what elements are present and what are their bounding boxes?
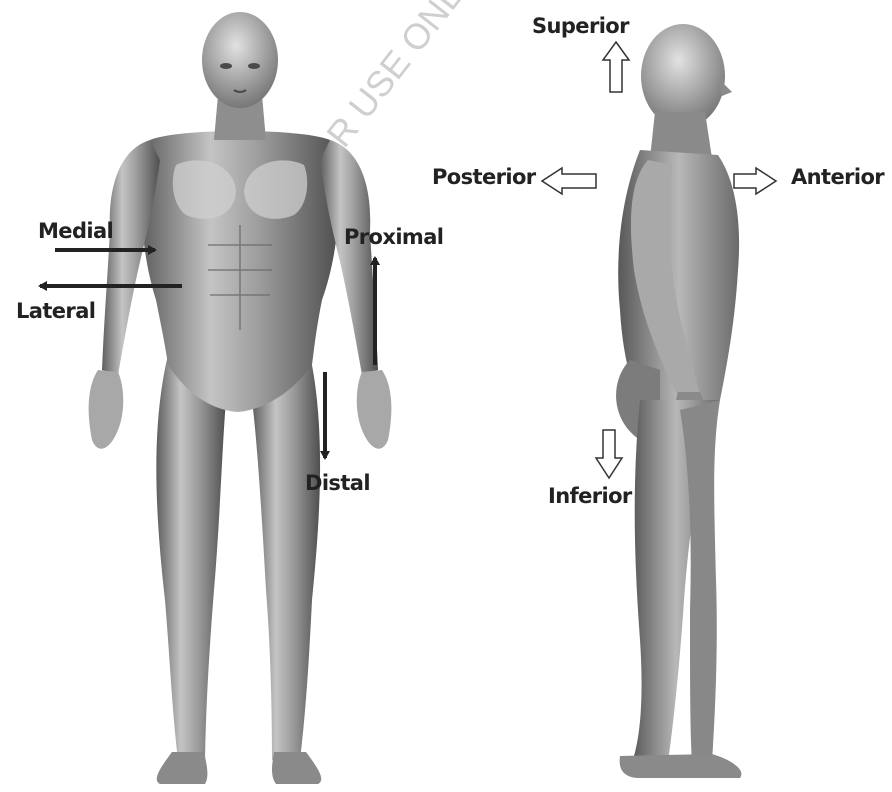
anterior-arrow xyxy=(733,166,778,196)
inferior-label: Inferior xyxy=(548,484,633,508)
side-body-figure xyxy=(616,24,742,778)
superior-label: Superior xyxy=(532,14,630,38)
posterior-label: Posterior xyxy=(432,165,537,189)
inferior-arrow xyxy=(594,429,624,480)
front-body-figure xyxy=(88,12,392,784)
distal-label: Distal xyxy=(305,471,370,495)
proximal-label: Proximal xyxy=(344,225,443,249)
anterior-label: Anterior xyxy=(791,165,885,189)
posterior-arrow xyxy=(540,166,597,196)
lateral-label: Lateral xyxy=(16,299,95,323)
superior-arrow xyxy=(601,40,631,93)
medial-label: Medial xyxy=(38,219,113,243)
